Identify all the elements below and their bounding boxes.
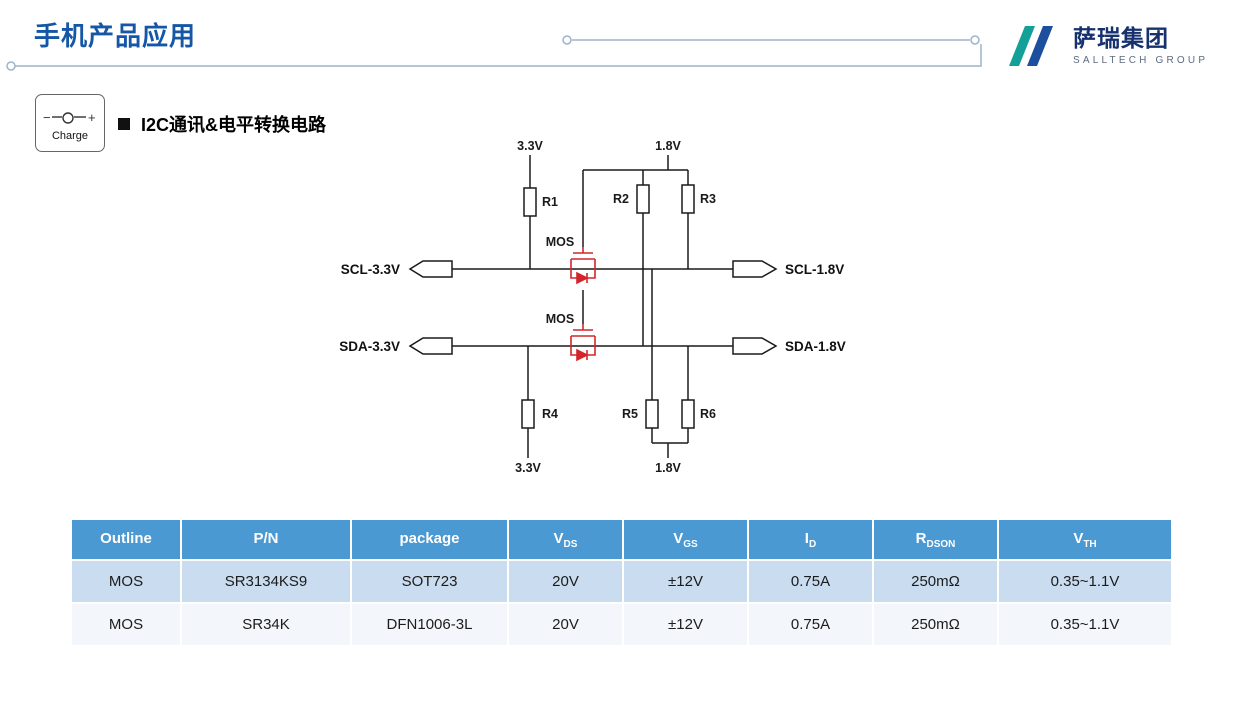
resistor-r1-label: R1 — [542, 195, 558, 209]
cell: SOT723 — [350, 559, 509, 604]
cell: 20V — [507, 559, 624, 604]
cell: MOS — [70, 602, 182, 647]
mos-sda-label: MOS — [546, 312, 574, 326]
resistor-r3 — [681, 184, 695, 214]
col-rdson: RDSON — [872, 518, 999, 561]
minus-sign: − — [43, 110, 51, 125]
scl-1v8-label: SCL-1.8V — [785, 262, 844, 277]
table-row: MOS SR34K DFN1006-3L 20V ±12V 0.75A 250m… — [70, 602, 1173, 647]
connector-dot-left — [562, 35, 572, 45]
mos-spec-table: Outline P/N package VDS VGS ID RDSON VTH… — [70, 518, 1173, 647]
resistor-r6 — [681, 399, 695, 429]
col-vds: VDS — [507, 518, 624, 561]
cell: 250mΩ — [872, 559, 999, 604]
supply-1v8-top-label: 1.8V — [655, 139, 681, 153]
company-logo: 萨瑞集团 SALLTECH GROUP — [1005, 22, 1208, 70]
connector-dot-right — [970, 35, 980, 45]
table-header-row: Outline P/N package VDS VGS ID RDSON VTH — [70, 518, 1173, 561]
section-heading-text: I2C通讯&电平转换电路 — [141, 115, 327, 135]
cell: MOS — [70, 559, 182, 604]
resistor-r4-label: R4 — [542, 407, 558, 421]
decorative-connector-lines — [6, 35, 982, 71]
cell: 20V — [507, 602, 624, 647]
resistor-r4 — [521, 399, 535, 429]
cell: ±12V — [622, 602, 749, 647]
mos-scl-label: MOS — [546, 235, 574, 249]
resistor-r6-label: R6 — [700, 407, 716, 421]
cell: 0.35~1.1V — [997, 602, 1173, 647]
i2c-circuit-diagram: 3.3V 1.8V 3.3V 1.8V R1 R2 R3 R4 R5 R6 MO… — [339, 139, 846, 475]
sda-3v3-label: SDA-3.3V — [339, 339, 400, 354]
cell: SR34K — [180, 602, 352, 647]
cell: 0.35~1.1V — [997, 559, 1173, 604]
supply-3v3-top-label: 3.3V — [517, 139, 543, 153]
col-outline: Outline — [70, 518, 182, 561]
resistor-r2 — [636, 184, 650, 214]
cell: ±12V — [622, 559, 749, 604]
mosfet-sda — [570, 324, 596, 362]
battery-charge-icon: − + — [43, 110, 96, 125]
connector-dot-edge — [6, 61, 16, 71]
page-title: 手机产品应用 — [34, 21, 197, 51]
cell: 0.75A — [747, 559, 874, 604]
cell: SR3134KS9 — [180, 559, 352, 604]
supply-3v3-bottom-label: 3.3V — [515, 461, 541, 475]
scl-3v3-label: SCL-3.3V — [341, 262, 400, 277]
plus-sign: + — [88, 110, 96, 125]
resistor-r5 — [645, 399, 659, 429]
col-id: ID — [747, 518, 874, 561]
section-heading: I2C通讯&电平转换电路 — [118, 111, 326, 137]
circuit-wires — [452, 155, 733, 458]
cell: 250mΩ — [872, 602, 999, 647]
salltech-logo-icon — [1009, 26, 1053, 66]
company-name-cn: 萨瑞集团 — [1073, 25, 1169, 52]
resistor-r5-label: R5 — [622, 407, 638, 421]
charge-icon-box: − + Charge — [35, 94, 105, 152]
sda-1v8-label: SDA-1.8V — [785, 339, 846, 354]
resistor-r3-label: R3 — [700, 192, 716, 206]
cell: 0.75A — [747, 602, 874, 647]
col-vth: VTH — [997, 518, 1173, 561]
mosfet-scl — [570, 247, 596, 285]
supply-1v8-bottom-label: 1.8V — [655, 461, 681, 475]
resistor-r2-label: R2 — [613, 192, 629, 206]
port-scl-1v8 — [732, 260, 778, 278]
charge-label: Charge — [51, 129, 89, 142]
col-package: package — [350, 518, 509, 561]
col-vgs: VGS — [622, 518, 749, 561]
port-scl-3v3 — [408, 260, 453, 278]
port-sda-1v8 — [732, 337, 778, 355]
port-sda-3v3 — [408, 337, 453, 355]
cell: DFN1006-3L — [350, 602, 509, 647]
bullet-square-icon — [118, 118, 130, 130]
table-row: MOS SR3134KS9 SOT723 20V ±12V 0.75A 250m… — [70, 559, 1173, 604]
resistor-r1 — [523, 187, 537, 217]
company-name-en: SALLTECH GROUP — [1073, 54, 1209, 66]
col-pn: P/N — [180, 518, 352, 561]
